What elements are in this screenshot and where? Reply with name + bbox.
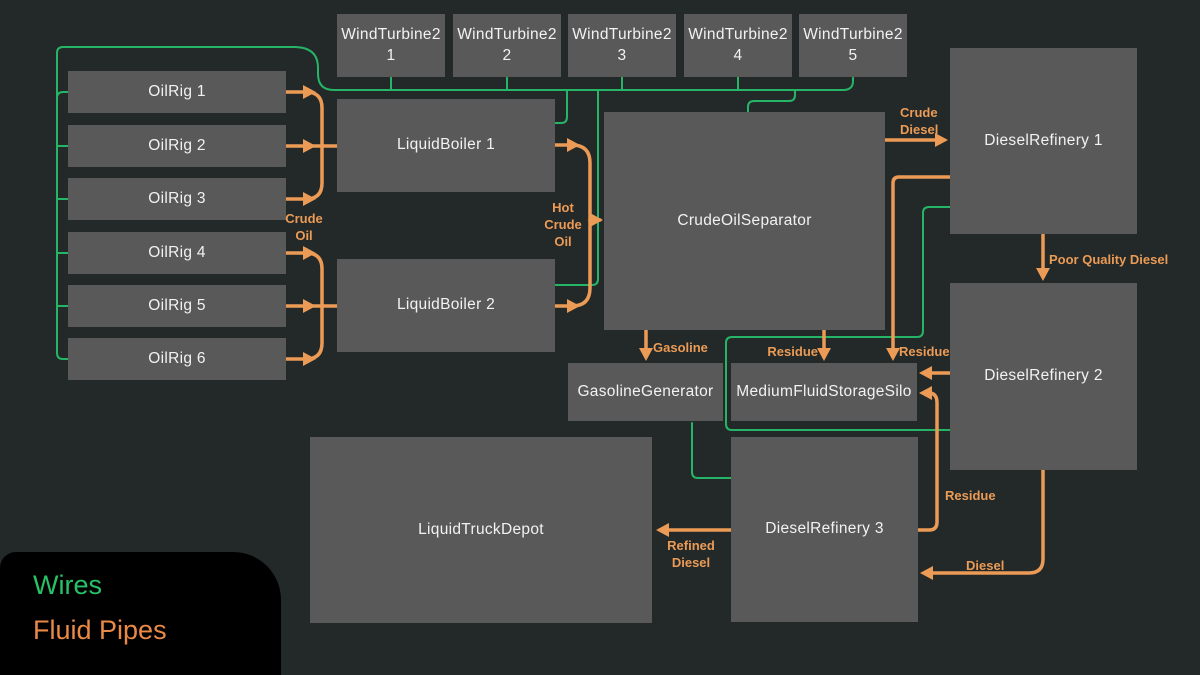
node-windturbine2-1: WindTurbine2 1: [337, 14, 445, 77]
wire-oilrig-trunk: [56, 91, 69, 360]
pipe-label-diesel: Diesel: [966, 558, 1005, 573]
pipe-label-line: Crude: [544, 217, 582, 232]
pipe-label-line: Diesel: [900, 122, 939, 137]
node-liquidtruckdepot: LiquidTruckDepot: [310, 437, 652, 623]
node-oilrig-2: OilRig 2: [68, 125, 286, 167]
arrow-down-icon: [1036, 268, 1050, 281]
node-mediumfluidstoragesilo: MediumFluidStorageSilo: [731, 363, 917, 421]
pipe-oilrig4: [284, 251, 324, 308]
pipe-label-residue-refinery1: Residue: [899, 344, 950, 359]
node-crudeoilseparator: CrudeOilSeparator: [604, 112, 885, 330]
pipe-label-crude-oil: Crude Oil: [282, 210, 326, 244]
arrow-right-icon: [303, 299, 316, 313]
pipe-label-residue-separator: Residue: [767, 344, 818, 359]
pipe-label-line: Oil: [554, 234, 572, 249]
wire-gasgen-refinery3: [691, 422, 732, 479]
wire-to-boiler1: [554, 89, 568, 124]
node-oilrig-3: OilRig 3: [68, 178, 286, 220]
pipe-label-line: Hot: [552, 200, 574, 215]
node-windturbine2-3: WindTurbine2 3: [568, 14, 676, 77]
pipe-label-refined-diesel: Refined Diesel: [663, 537, 719, 571]
pipe-label-crude-diesel: Crude Diesel: [900, 104, 938, 138]
arrow-right-icon: [935, 133, 948, 147]
pipe-label-line: Crude: [285, 211, 323, 226]
arrow-left-icon: [919, 386, 932, 400]
wire-to-separator: [747, 89, 796, 113]
arrow-left-icon: [920, 566, 933, 580]
pipe-oilrig3: [284, 144, 324, 201]
arrow-left-icon: [919, 366, 932, 380]
node-oilrig-4: OilRig 4: [68, 232, 286, 274]
pipe-label-line: Oil: [295, 228, 313, 243]
pipe-residue-refinery1: [891, 175, 952, 359]
arrow-right-icon: [590, 213, 603, 227]
arrow-right-icon: [303, 352, 316, 366]
legend-panel: Wires Fluid Pipes: [0, 552, 281, 675]
node-windturbine2-4: WindTurbine2 4: [684, 14, 792, 77]
node-oilrig-6: OilRig 6: [68, 338, 286, 380]
pipe-diesel: [926, 468, 1045, 575]
node-dieselrefinery-1: DieselRefinery 1: [950, 48, 1137, 234]
node-oilrig-1: OilRig 1: [68, 71, 286, 113]
arrow-down-icon: [639, 348, 653, 361]
wire-turbine-bus: [56, 46, 854, 99]
node-windturbine2-2: WindTurbine2 2: [453, 14, 561, 77]
node-liquidboiler-1: LiquidBoiler 1: [337, 99, 555, 192]
arrow-right-icon: [303, 192, 316, 206]
node-gasolinegenerator: GasolineGenerator: [568, 363, 723, 421]
arrow-right-icon: [567, 138, 580, 152]
pipe-label-residue-refinery3: Residue: [945, 488, 996, 503]
legend-wires-label: Wires: [33, 570, 102, 600]
arrow-right-icon: [303, 139, 316, 153]
pipe-label-line: Diesel: [671, 555, 711, 570]
pipe-residue-refinery3: [916, 391, 939, 532]
pipe-label-hot-crude-oil: Hot Crude Oil: [542, 199, 584, 250]
node-liquidboiler-2: LiquidBoiler 2: [337, 259, 555, 352]
pipe-label-poor-quality-diesel: Poor Quality Diesel: [1049, 252, 1169, 267]
arrow-right-icon: [303, 246, 316, 260]
node-dieselrefinery-3: DieselRefinery 3: [731, 437, 918, 622]
arrow-left-icon: [656, 523, 669, 537]
node-windturbine2-5: WindTurbine2 5: [799, 14, 907, 77]
wire-to-boiler2: [554, 89, 599, 286]
pipe-arrowheads: [303, 85, 1050, 580]
legend-fluid-pipes-label: Fluid Pipes: [33, 615, 167, 645]
arrow-down-icon: [817, 348, 831, 361]
arrow-right-icon: [567, 299, 580, 313]
arrow-right-icon: [303, 85, 316, 99]
pipe-oilrig6: [284, 304, 324, 361]
arrow-down-icon: [886, 348, 900, 361]
pipe-label-line: Crude: [900, 105, 938, 120]
pipe-label-line: Refined: [667, 538, 715, 553]
node-dieselrefinery-2: DieselRefinery 2: [950, 283, 1137, 470]
pipe-label-gasoline: Gasoline: [653, 340, 708, 355]
pipe-oilrig1: [284, 90, 324, 148]
node-oilrig-5: OilRig 5: [68, 285, 286, 327]
